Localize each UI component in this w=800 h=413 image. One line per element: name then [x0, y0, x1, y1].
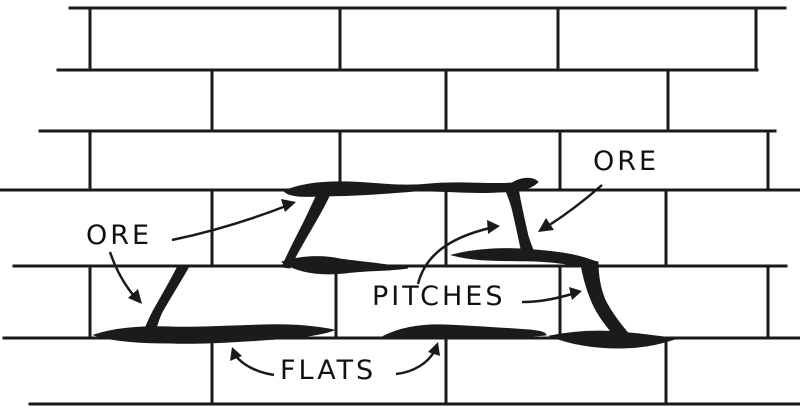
ore-flat-middle: [280, 256, 409, 275]
arrowhead: [487, 220, 500, 234]
arrowhead: [569, 287, 582, 300]
arrowhead: [281, 199, 296, 212]
arrowhead: [428, 342, 440, 356]
arrowhead: [230, 347, 242, 361]
arrow-ore-right: [547, 184, 603, 228]
arrow-flats-right: [395, 351, 436, 376]
arrow-pitches-upper: [416, 226, 491, 285]
arrow-ore-left-upper: [171, 204, 287, 242]
ore-label-right: ORE: [593, 146, 660, 177]
ore-flat-lower-middle: [382, 324, 547, 339]
ore-pitch-left-lower: [141, 265, 189, 337]
ore-bodies: [92, 177, 677, 349]
arrow-flats-left: [235, 355, 275, 377]
ore-label-left: ORE: [86, 220, 153, 251]
ore-flat-upper: [283, 177, 539, 197]
ore-flat-lower-left: [92, 324, 336, 344]
ore-pitch-right-upper: [504, 186, 535, 254]
flats-label: FLATS: [280, 355, 377, 386]
brick-courses: [0, 6, 800, 406]
callout-arrows: [108, 184, 603, 377]
pitches-label: PITCHES: [372, 281, 506, 312]
ore-flat-lower-right: [548, 330, 677, 349]
arrowhead: [538, 218, 554, 232]
arrow-ore-left-lower: [108, 251, 135, 297]
arrowhead: [128, 289, 142, 304]
arrow-pitches-lower: [521, 292, 573, 304]
ore-pitch-right-lower: [579, 257, 633, 341]
ore-pitch-left-upper: [281, 192, 331, 269]
